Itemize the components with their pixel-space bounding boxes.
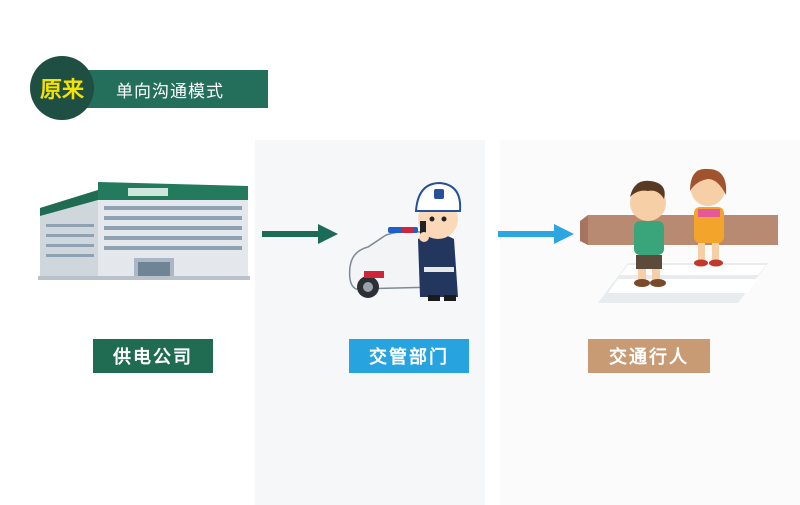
arrow-right-icon bbox=[262, 224, 338, 244]
node-label-power-company: 供电公司 bbox=[93, 339, 213, 373]
header-badge: 原来 bbox=[30, 56, 94, 120]
traffic-police-icon bbox=[348, 181, 462, 301]
node-label-pedestrians: 交通行人 bbox=[588, 339, 710, 373]
node-label-traffic-department: 交管部门 bbox=[349, 339, 469, 373]
building-icon bbox=[38, 182, 250, 280]
header-title: 单向沟通模式 bbox=[116, 81, 224, 102]
header-badge-text: 原来 bbox=[39, 78, 84, 103]
pedestrians-icon bbox=[580, 168, 778, 303]
header-banner: 单向沟通模式 bbox=[70, 70, 268, 108]
arrow-right-icon bbox=[498, 224, 574, 244]
